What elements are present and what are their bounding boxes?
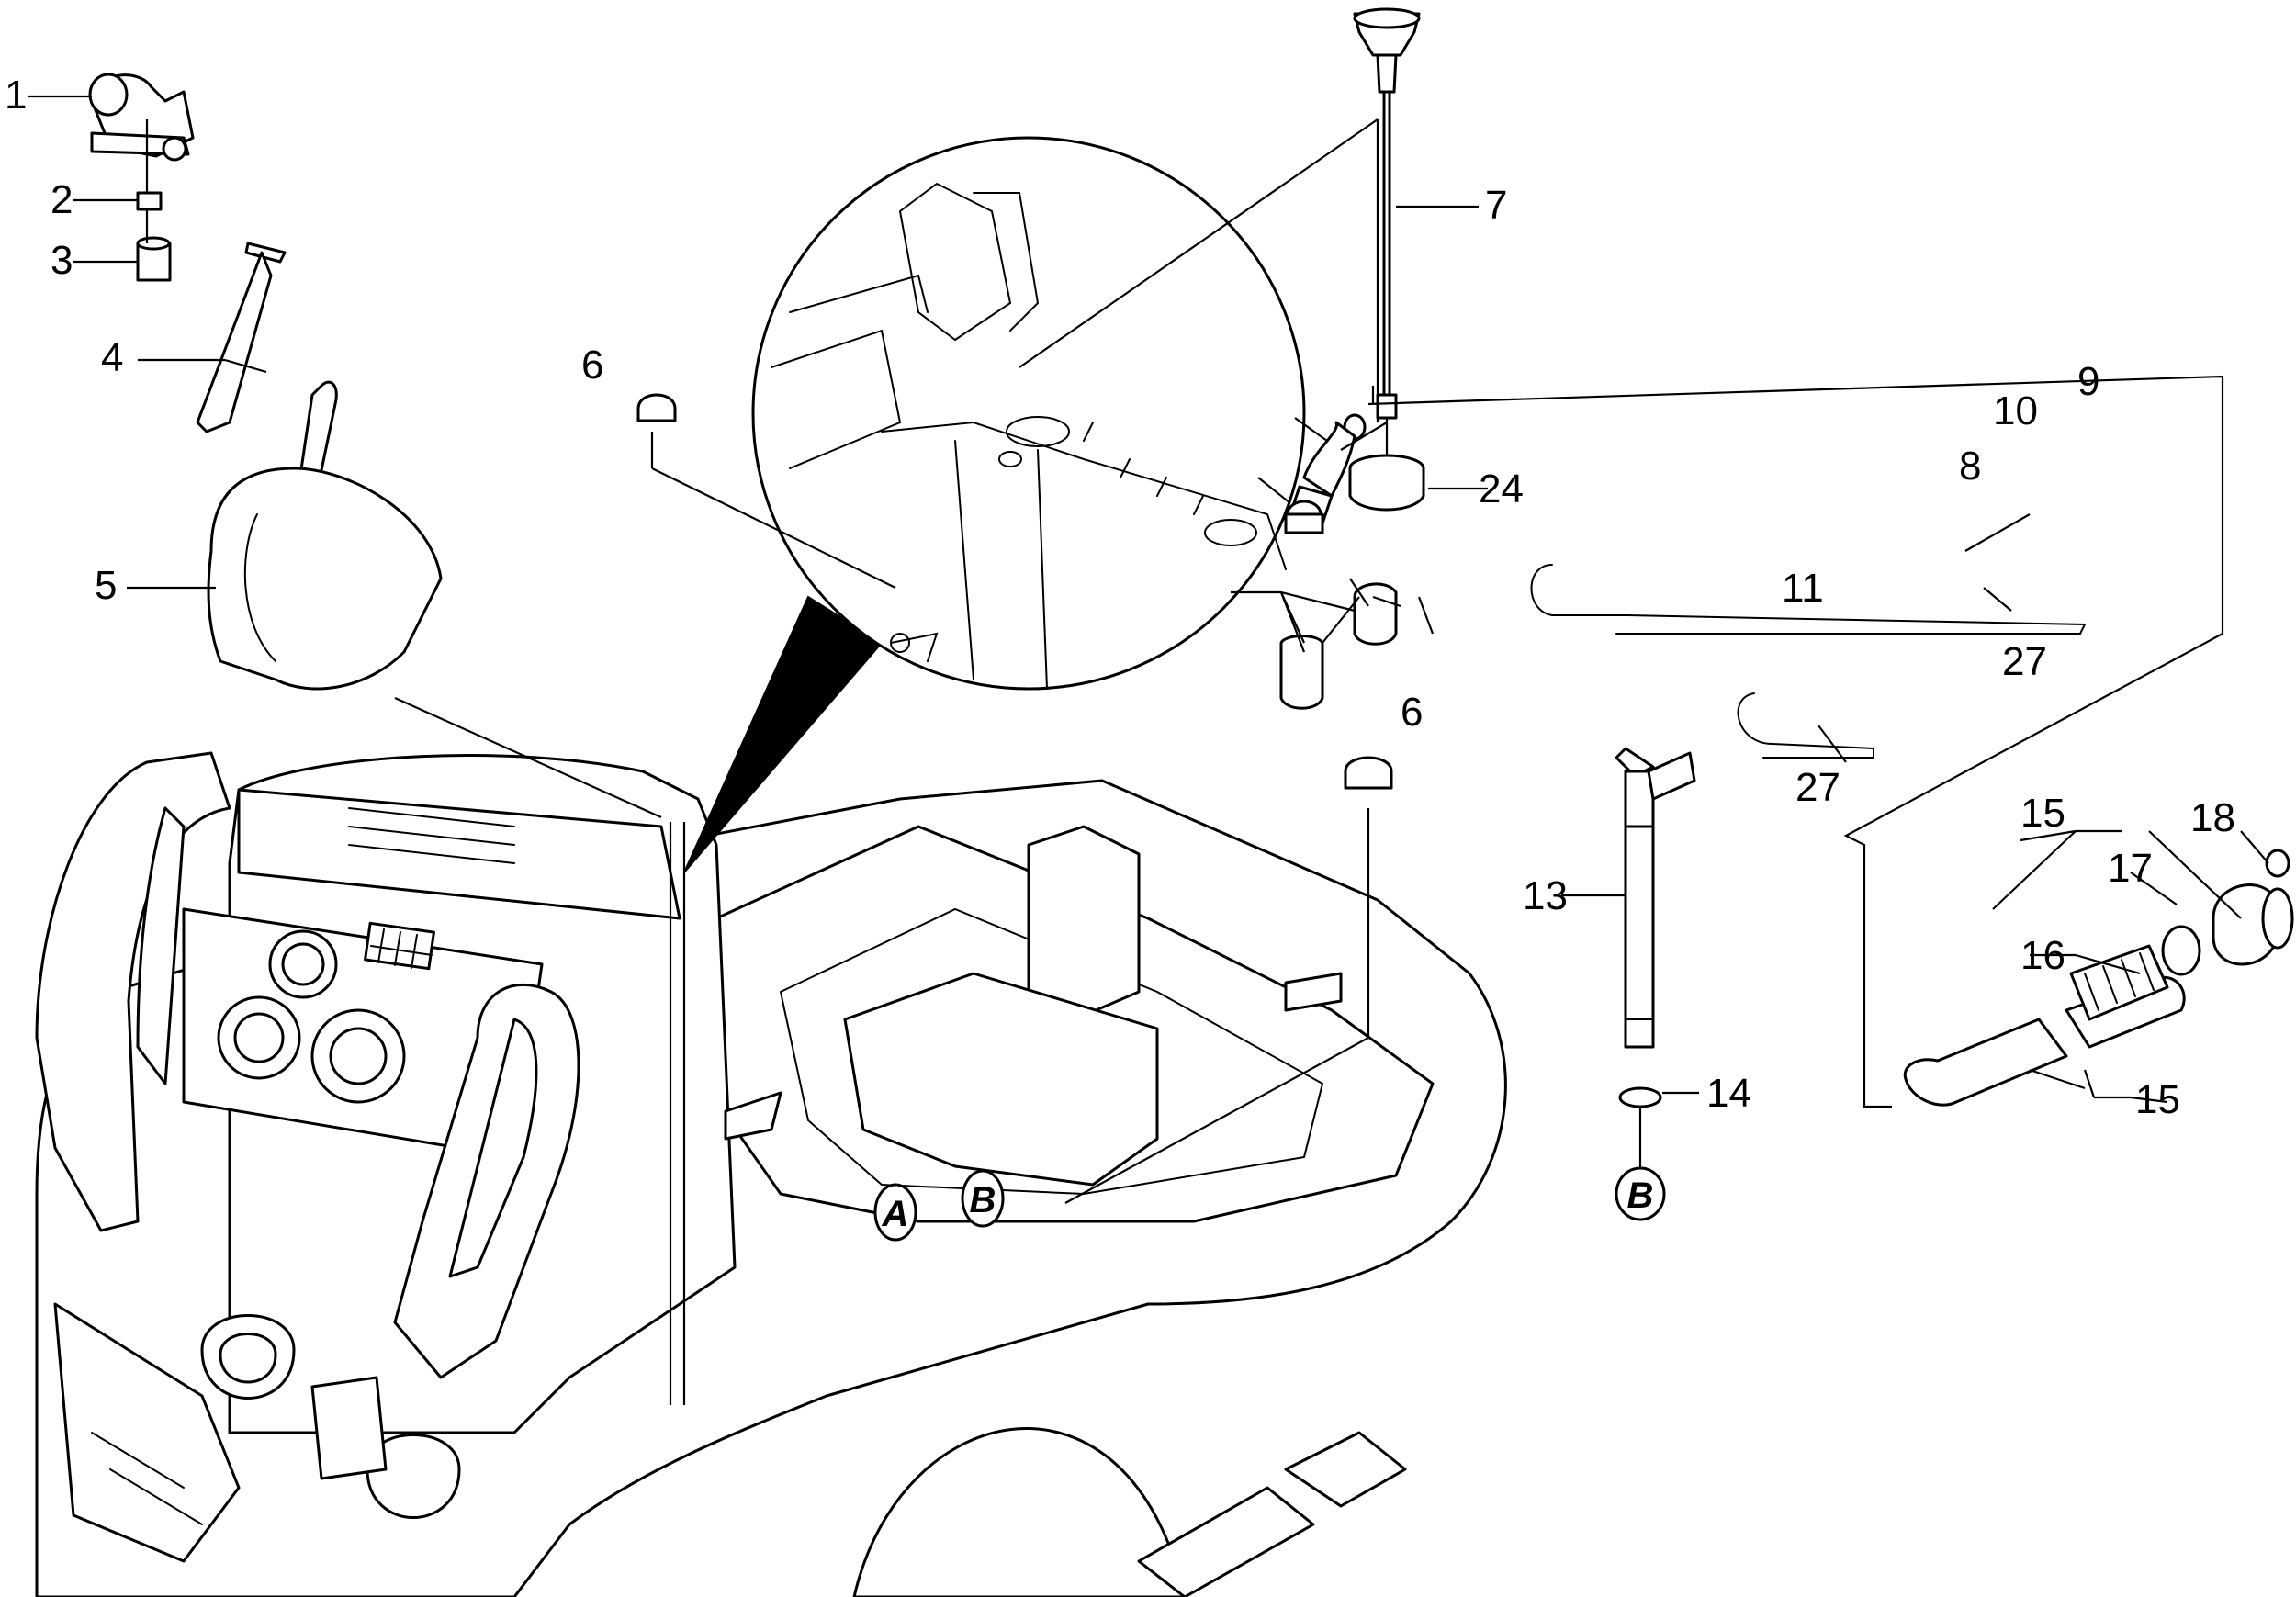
label-15-lower: 15 bbox=[2135, 1077, 2180, 1122]
label-13: 13 bbox=[1523, 873, 1568, 918]
label-6-right: 6 bbox=[1401, 690, 1423, 735]
part-6-plug-top bbox=[636, 393, 677, 422]
detail-inner-view bbox=[771, 182, 1287, 690]
part-7-dipstick bbox=[1353, 7, 1421, 420]
part-3-sleeve bbox=[136, 236, 172, 282]
part-6-plug-right bbox=[1344, 756, 1393, 790]
label-8: 8 bbox=[1959, 444, 1981, 489]
part-13-pipe bbox=[1615, 747, 1696, 1049]
label-2: 2 bbox=[51, 177, 73, 222]
part-11-hose bbox=[1279, 582, 1398, 710]
part-1-switch bbox=[88, 73, 195, 162]
label-3: 3 bbox=[51, 238, 73, 283]
part-8-nut bbox=[1284, 500, 1324, 534]
label-11: 11 bbox=[1782, 566, 1824, 611]
marker-a: A bbox=[873, 1183, 917, 1242]
label-5: 5 bbox=[95, 563, 117, 608]
svg-text:B: B bbox=[1627, 1175, 1654, 1216]
label-14: 14 bbox=[1706, 1071, 1751, 1116]
label-7: 7 bbox=[1485, 183, 1507, 228]
part-5-bracket bbox=[207, 380, 443, 691]
part-filter-assembly bbox=[1903, 849, 2294, 1107]
label-9: 9 bbox=[2077, 359, 2099, 404]
part-27-clip-upper bbox=[1530, 564, 2087, 635]
label-24: 24 bbox=[1479, 467, 1524, 512]
machine-body bbox=[35, 751, 1507, 1597]
part-2-cap bbox=[136, 191, 163, 211]
marker-b-pipe: B bbox=[1615, 1166, 1666, 1221]
leader-lines bbox=[28, 95, 2269, 1405]
label-27-lower: 27 bbox=[1795, 765, 1840, 810]
label-6-top: 6 bbox=[581, 343, 603, 388]
label-16: 16 bbox=[2020, 933, 2065, 978]
label-1: 1 bbox=[5, 73, 27, 118]
detail-zoom-callout bbox=[683, 136, 1306, 873]
part-14-oring bbox=[1618, 1086, 1662, 1108]
label-10: 10 bbox=[1993, 388, 2038, 433]
label-15-upper: 15 bbox=[2020, 791, 2065, 836]
svg-text:A: A bbox=[882, 1194, 909, 1234]
part-27-clip-lower bbox=[1737, 692, 1874, 759]
label-4: 4 bbox=[101, 335, 123, 380]
label-18: 18 bbox=[2190, 795, 2235, 840]
label-27-upper: 27 bbox=[2002, 639, 2047, 684]
marker-b-body: B bbox=[961, 1169, 1005, 1228]
part-4-lever bbox=[196, 242, 287, 433]
part-24-ring bbox=[1348, 454, 1425, 512]
svg-text:B: B bbox=[970, 1180, 996, 1220]
part-number-labels: 1 2 3 4 5 6 6 7 24 9 10 8 11 27 27 13 14… bbox=[5, 73, 2235, 1122]
label-17: 17 bbox=[2108, 846, 2153, 891]
